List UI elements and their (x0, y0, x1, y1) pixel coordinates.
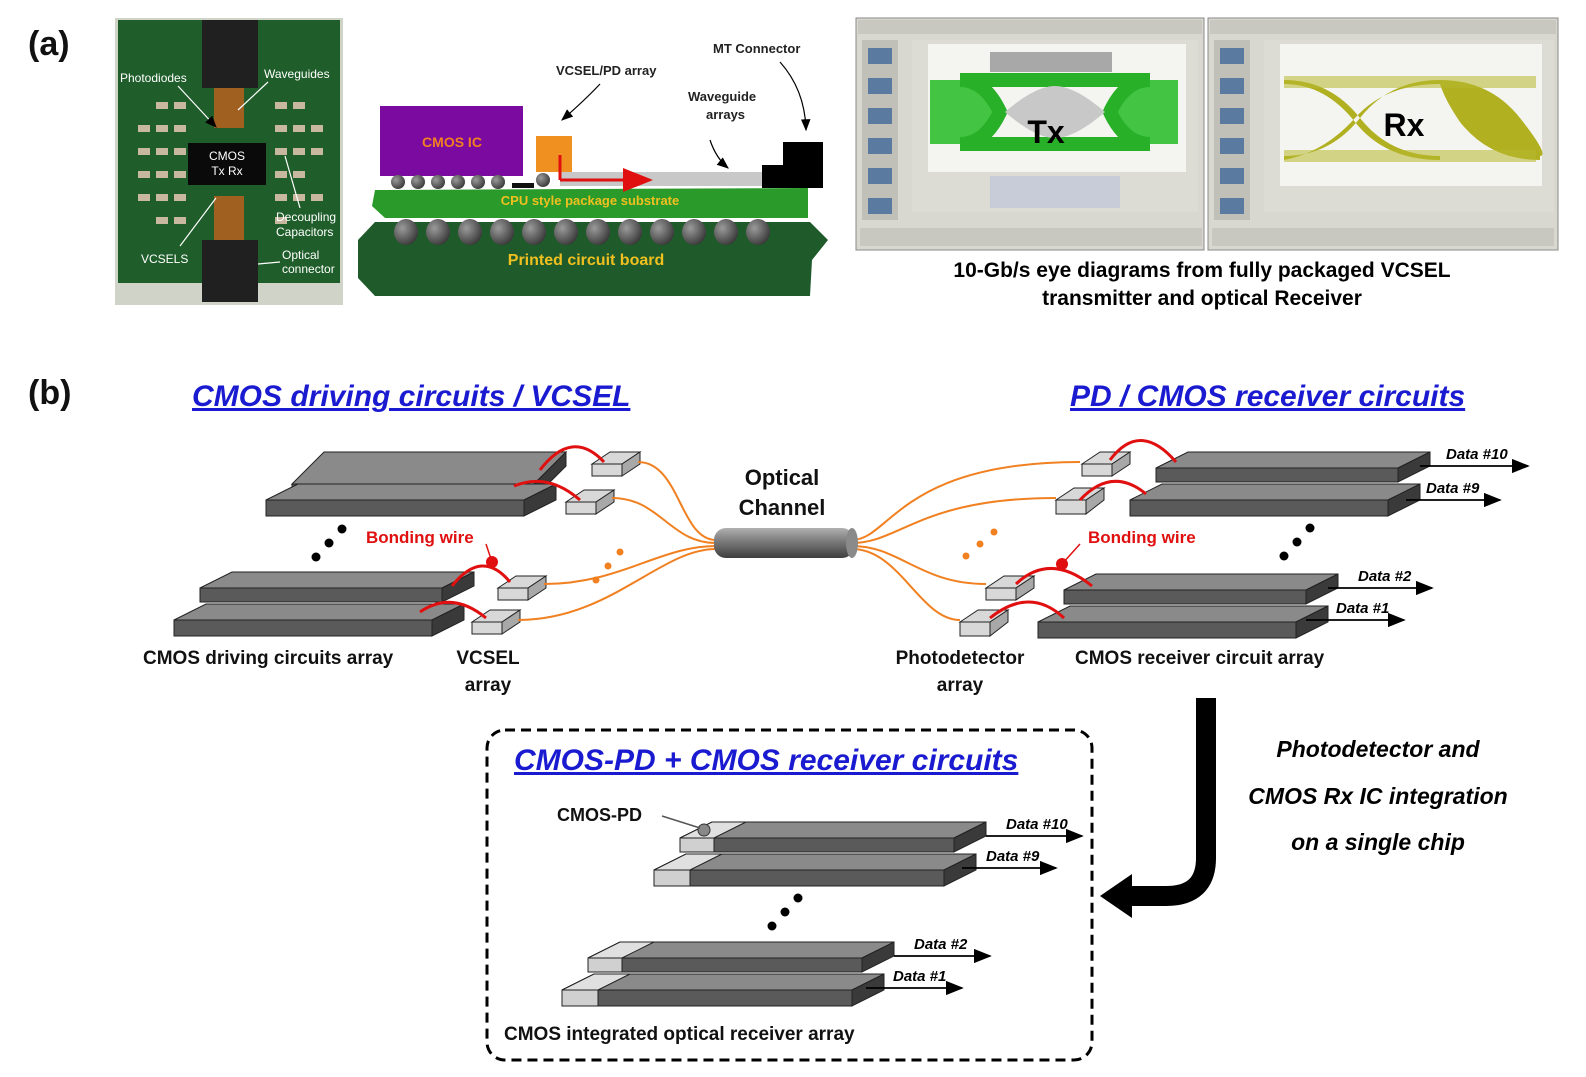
package-cross-section: Printed circuit board CPU style package … (358, 41, 828, 296)
optical-channel-label-1: Optical (745, 465, 820, 490)
decoupling-capacitors (138, 102, 323, 224)
eye-caption-line2: transmitter and optical Receiver (1042, 287, 1362, 310)
box-data-10-label: Data #10 (1006, 816, 1068, 833)
cmos-pd-dot (697, 823, 711, 837)
box-data-arrows (866, 828, 1084, 996)
bonding-wire-label-left: Bonding wire (366, 528, 474, 547)
panel-a-label: (a) (28, 25, 70, 63)
panel-b-label: (b) (28, 374, 71, 412)
bottom-connector-block (202, 240, 258, 302)
left-ellipsis-dots (311, 524, 347, 562)
mt-connector-label: MT Connector (713, 41, 800, 56)
box-data-9-label: Data #9 (986, 848, 1040, 865)
photodetector-array (958, 451, 1132, 638)
cmos-rx-array-label: CMOS receiver circuit array (1075, 648, 1325, 669)
vcsel-array-label-2: array (465, 675, 512, 696)
cmos-pd-label: CMOS-PD (557, 805, 642, 825)
right-section-title: PD / CMOS receiver circuits (1070, 380, 1465, 413)
waveguide-arrays-label-1: Waveguide (688, 89, 756, 104)
vcsel-array (470, 451, 642, 635)
data-9-label: Data #9 (1426, 480, 1480, 497)
data-output-arrows (1306, 458, 1530, 628)
optical-label: Optical (282, 248, 319, 262)
substrate-label: CPU style package substrate (501, 193, 679, 208)
integrated-receiver-box (485, 728, 1094, 1062)
box-data-1-label: Data #1 (893, 968, 946, 985)
left-bonding-wires (419, 445, 606, 620)
integration-label-2: CMOS Rx IC integration (1248, 783, 1507, 809)
package-photo: CMOS Tx Rx Photodiodes Waveguides Decoup… (115, 18, 343, 305)
waveguides-label: Waveguides (264, 67, 330, 81)
box-title: CMOS-PD + CMOS receiver circuits (514, 744, 1018, 777)
waveguide-layer (560, 172, 765, 186)
data-1-label: Data #1 (1336, 600, 1389, 617)
tx-label: Tx (1027, 114, 1065, 150)
optical-channel-cylinder (714, 528, 854, 558)
integration-label-1: Photodetector and (1276, 736, 1480, 762)
top-connector-block (202, 20, 258, 88)
eye-diagram-tx: Tx (855, 17, 1205, 251)
cmos-ic-block (380, 106, 523, 176)
integration-arrow (1128, 698, 1216, 906)
cmos-ic-label: CMOS IC (422, 134, 482, 150)
optical-channel-label-2: Channel (739, 495, 826, 520)
photodiodes-label: Photodiodes (120, 71, 187, 85)
right-fiber-dots (962, 528, 998, 560)
integration-label-3: on a single chip (1291, 829, 1465, 855)
connector-label: connector (282, 262, 335, 276)
box-ellipsis-dots (767, 893, 803, 931)
cmos-receiver-circuit-array (1037, 451, 1431, 639)
bonding-wire-label-right: Bonding wire (1088, 528, 1196, 547)
cmos-chip (188, 143, 266, 185)
data-2-label: Data #2 (1358, 568, 1412, 585)
chip-label-txrx: Tx Rx (211, 164, 242, 178)
right-bonding-wires (989, 439, 1178, 620)
vcsel-pd-array-label: VCSEL/PD array (556, 63, 657, 78)
optical-fibers-right (851, 461, 1081, 621)
cmos-driving-circuits-array (173, 450, 568, 637)
eye-diagram-rx: Rx (1207, 17, 1559, 251)
pd-array-label-2: array (937, 675, 984, 696)
rx-label: Rx (1384, 107, 1425, 143)
mt-connector-block (762, 142, 823, 188)
solder-balls-lower (394, 219, 770, 245)
box-caption: CMOS integrated optical receiver array (504, 1024, 855, 1045)
left-section-title: CMOS driving circuits / VCSEL (192, 380, 630, 413)
box-data-2-label: Data #2 (914, 936, 968, 953)
waveguide-arrays-label-2: arrays (706, 107, 745, 122)
pd-array-label-1: Photodetector (896, 648, 1025, 669)
solder-balls-upper (391, 173, 550, 189)
integrated-receiver-array (561, 821, 987, 1007)
eye-caption-line1: 10-Gb/s eye diagrams from fully packaged… (953, 259, 1450, 282)
optical-fibers-left (517, 461, 717, 621)
vcsel-array-label-1: VCSEL (456, 648, 520, 669)
pcb-label: Printed circuit board (508, 252, 664, 269)
substrate-layer (372, 188, 808, 218)
right-ellipsis-dots (1279, 523, 1315, 561)
decoupling-label: Decoupling (276, 210, 336, 224)
vcsels-label: VCSELS (141, 252, 188, 266)
left-fiber-dots (592, 548, 624, 584)
data-10-label: Data #10 (1446, 446, 1508, 463)
cmos-driving-array-label: CMOS driving circuits array (143, 648, 394, 669)
chip-label-cmos: CMOS (209, 149, 245, 163)
vcsel-pd-block (536, 136, 572, 172)
capacitors-label: Capacitors (276, 225, 333, 239)
